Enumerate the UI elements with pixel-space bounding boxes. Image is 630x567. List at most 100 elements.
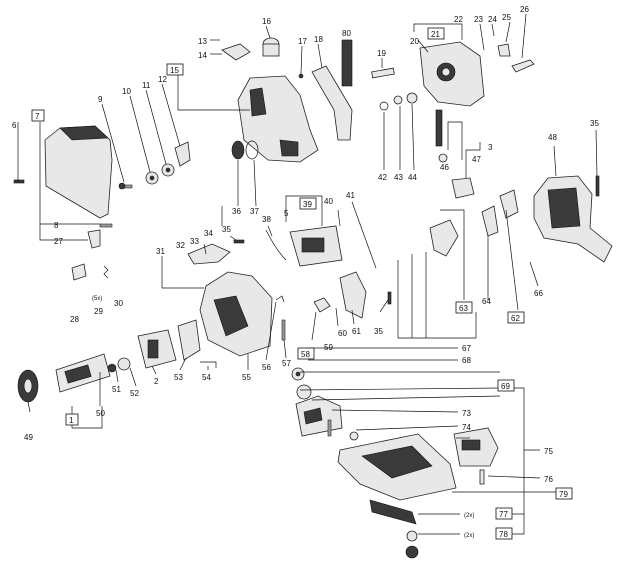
label-66: 66 [534, 289, 543, 298]
label-33: 33 [190, 237, 199, 246]
part-34-cap [187, 243, 231, 265]
part-50-armature [55, 353, 111, 393]
label-29: 29 [94, 307, 103, 316]
label-5x: (5x) [92, 296, 102, 302]
part-64-lever [481, 205, 499, 237]
label-51: 51 [112, 385, 121, 394]
label-73: 73 [462, 409, 471, 418]
label-80: 80 [342, 29, 351, 38]
leader-lines [17, 13, 598, 535]
label-2: 2 [154, 377, 159, 386]
part-57-screw [281, 319, 286, 341]
label-38: 38 [262, 215, 271, 224]
part-76-pin [479, 469, 485, 485]
label-11: 11 [142, 81, 151, 90]
label-35-low: 35 [374, 327, 383, 336]
label-44: 44 [408, 173, 417, 182]
label-74: 74 [462, 423, 471, 432]
label-15: 15 [170, 66, 179, 75]
part-6-screw [13, 179, 25, 184]
label-5: 5 [284, 209, 289, 218]
label-9: 9 [98, 95, 103, 104]
part-68-flange [296, 384, 312, 400]
label-50: 50 [96, 409, 105, 418]
part-38-cable [265, 229, 287, 261]
part-26-lever [511, 59, 535, 73]
label-75: 75 [544, 447, 553, 456]
label-7: 7 [35, 112, 40, 121]
part-67-nut [291, 367, 305, 381]
part-19-pin [371, 67, 395, 79]
part-77-clamp [369, 499, 417, 525]
label-3: 3 [488, 143, 493, 152]
part-39-electronics [289, 225, 343, 267]
label-79: 79 [559, 490, 568, 499]
label-8: 8 [54, 221, 59, 230]
label-56: 56 [262, 363, 271, 372]
label-19: 19 [377, 49, 386, 58]
label-41: 41 [346, 191, 355, 200]
label-57: 57 [282, 359, 291, 368]
label-35-right: 35 [590, 119, 599, 128]
part-63-trigger [429, 219, 459, 257]
label-39: 39 [303, 200, 312, 209]
part-46-nut [438, 153, 448, 163]
label-6: 6 [12, 121, 17, 130]
label-62: 62 [511, 314, 520, 323]
part-54-hex-key [200, 361, 217, 368]
label-55: 55 [242, 373, 251, 382]
part-42-ring [379, 101, 389, 111]
label-16: 16 [262, 17, 271, 26]
label-1: 1 [69, 416, 74, 425]
part-37-oring [245, 140, 259, 160]
part-56-spring [275, 295, 285, 303]
label-28: 28 [70, 315, 79, 324]
part-3-switch [451, 177, 475, 199]
label-23: 23 [474, 15, 483, 24]
label-36: 36 [232, 207, 241, 216]
label-18: 18 [314, 35, 323, 44]
label-54: 54 [202, 373, 211, 382]
part-28-clip [71, 263, 87, 281]
label-22: 22 [454, 15, 463, 24]
label-2x-a: (2x) [464, 513, 474, 519]
label-48: 48 [548, 133, 557, 142]
label-63: 63 [459, 304, 468, 313]
part-10-washer [145, 171, 159, 185]
part-80-scale-strip [341, 39, 353, 87]
label-12: 12 [158, 75, 167, 84]
part-74-roller [349, 431, 359, 441]
label-78: 78 [499, 530, 508, 539]
label-77: 77 [499, 510, 508, 519]
label-47: 47 [472, 155, 481, 164]
part-16-bushing [262, 37, 280, 57]
part-53-fan-shroud [177, 319, 201, 361]
part-69-lower-guard [295, 395, 343, 437]
label-61: 61 [352, 327, 361, 336]
part-43-washer [393, 95, 403, 105]
part-75-depth-stop [453, 427, 499, 467]
label-67: 67 [462, 344, 471, 353]
part-55-motor-housing [199, 271, 273, 357]
label-10: 10 [122, 87, 131, 96]
part-2-stator [137, 329, 177, 369]
boxed-labels [31, 27, 573, 540]
part-14-cover [221, 43, 251, 61]
label-17: 17 [298, 37, 307, 46]
label-26: 26 [520, 5, 529, 14]
part-47-spring [435, 109, 443, 147]
label-27: 27 [54, 237, 63, 246]
part-8-screw [99, 223, 113, 228]
part-7-blade-guard [44, 125, 113, 219]
label-60: 60 [338, 329, 347, 338]
part-30-spring [103, 265, 109, 279]
part-35-screw-low [387, 291, 392, 305]
label-58: 58 [301, 350, 310, 359]
label-42: 42 [378, 173, 387, 182]
part-52-bearing [117, 357, 131, 371]
label-2x-b: (2x) [464, 533, 474, 539]
part-73-pin [327, 419, 332, 437]
part-15-upper-housing [237, 75, 319, 163]
part-27-clip [87, 229, 101, 249]
